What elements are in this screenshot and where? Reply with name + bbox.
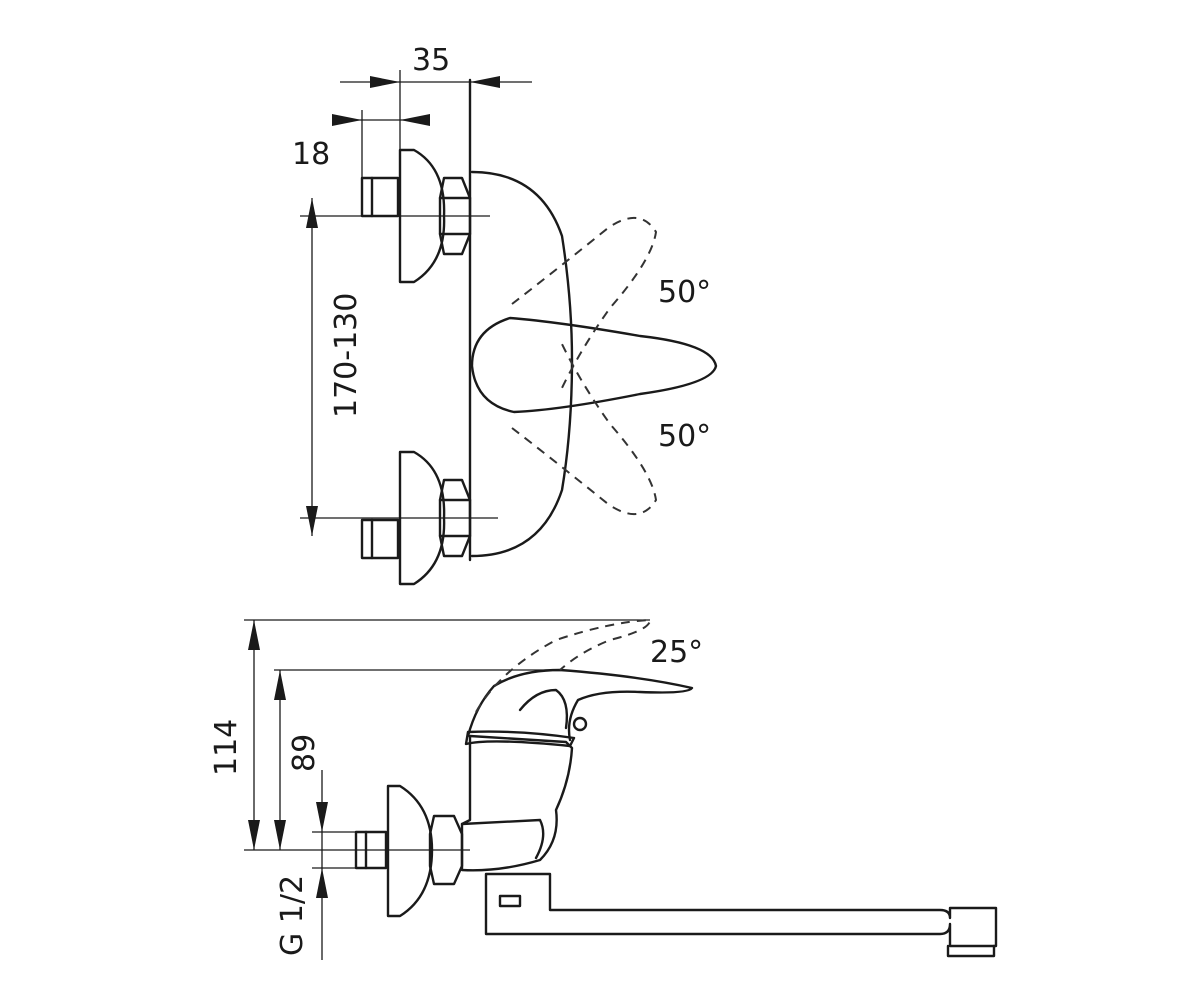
lever-position-raised — [475, 618, 652, 713]
dimension-thread-label: G 1/2 — [275, 875, 310, 956]
inlet-pipe — [360, 518, 400, 560]
lever-handle — [466, 668, 694, 742]
mixer-body — [470, 170, 574, 558]
dimension-center-distance-label: 170-130 — [329, 293, 364, 418]
angle-lower-label: 50° — [658, 419, 711, 454]
dimension-114-label: 114 — [209, 719, 244, 776]
flange — [386, 784, 434, 918]
side-view: 114 89 G 1/2 25° — [209, 618, 998, 960]
lower-inlet — [300, 450, 498, 586]
lever-position-lower — [511, 339, 658, 515]
lever-position-upper — [511, 217, 658, 393]
inlet-pipe — [354, 830, 388, 870]
nut — [438, 478, 472, 558]
upper-inlet — [300, 148, 490, 284]
lever-handle — [470, 316, 718, 414]
mixer-body — [460, 734, 574, 872]
inlet-pipe — [360, 176, 400, 218]
angle-lever-label: 25° — [650, 635, 703, 670]
spout — [484, 872, 998, 948]
top-view: 35 18 170-130 50° 50° — [292, 43, 718, 586]
nut — [428, 814, 464, 886]
nut — [438, 176, 472, 256]
dimension-89-label: 89 — [287, 734, 322, 772]
cartridge-cap — [464, 730, 576, 748]
dimension-35-label: 35 — [412, 43, 450, 78]
angle-upper-label: 50° — [658, 275, 711, 310]
dimension-18-label: 18 — [292, 137, 330, 172]
